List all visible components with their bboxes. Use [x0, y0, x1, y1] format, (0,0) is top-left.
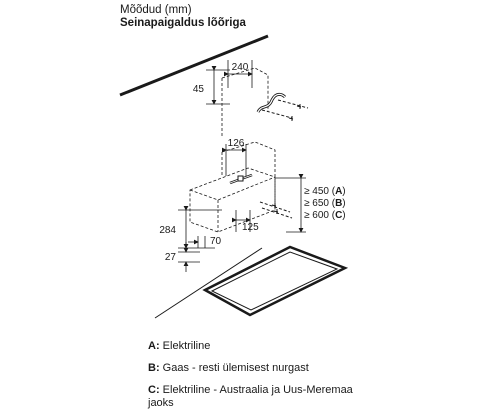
cooktop-outline: [202, 245, 349, 317]
clearance-a: ≥ 450 (A): [304, 186, 346, 197]
dimension-240-label: 240: [232, 62, 249, 73]
clearance-c: ≥ 600 (C): [304, 210, 346, 221]
dimension-70-label: 70: [210, 236, 222, 247]
chimney-lower: [221, 141, 276, 202]
dimension-27-label: 27: [165, 252, 177, 263]
hood-bracket: [229, 173, 293, 219]
cooktop-inner: [210, 251, 339, 311]
legend-text-b: Gaas - resti ülemisest nurgast: [162, 362, 309, 374]
diagram-subtitle: Seinapaigaldus lõõriga: [120, 17, 246, 29]
dimension-284-label: 284: [159, 225, 176, 236]
legend-key-b: B:: [148, 362, 160, 374]
hood-body: [189, 167, 276, 233]
legend-text-c: Elektriline - Austraalia ja Uus-Meremaa …: [148, 384, 353, 409]
dimension-126: [222, 144, 247, 176]
dimension-45: [206, 66, 230, 105]
dimension-125: [232, 210, 251, 232]
upper-bracket: [256, 92, 309, 121]
dimension-126-label: 126: [228, 138, 245, 149]
dimension-240: [224, 60, 253, 88]
legend-item-b: B: Gaas - resti ülemisest nurgast: [148, 362, 488, 375]
ceiling-line: [119, 34, 269, 97]
dimension-125-label: 125: [242, 222, 259, 233]
worktop-edge: [154, 247, 263, 319]
dimension-27: [178, 242, 200, 272]
clearance-b: ≥ 650 (B): [304, 198, 346, 209]
legend-item-a: A: Elektriline: [148, 340, 488, 353]
dimension-45-label: 45: [193, 84, 205, 95]
installation-drawing: 240 45 126 ≥ 450 (A) ≥ 650 (B) ≥ 600 (C)…: [119, 34, 349, 319]
legend-text-a: Elektriline: [162, 340, 211, 352]
diagram-title: Mõõdud (mm): [120, 4, 192, 16]
legend-key-c: C:: [148, 384, 160, 396]
dimension-70: [188, 236, 206, 248]
chimney-upper: [221, 67, 269, 138]
legend-item-c: C: Elektriline - Austraalia ja Uus-Merem…: [148, 384, 363, 410]
legend-key-a: A:: [148, 340, 160, 352]
clearance-dimension: [275, 174, 306, 233]
